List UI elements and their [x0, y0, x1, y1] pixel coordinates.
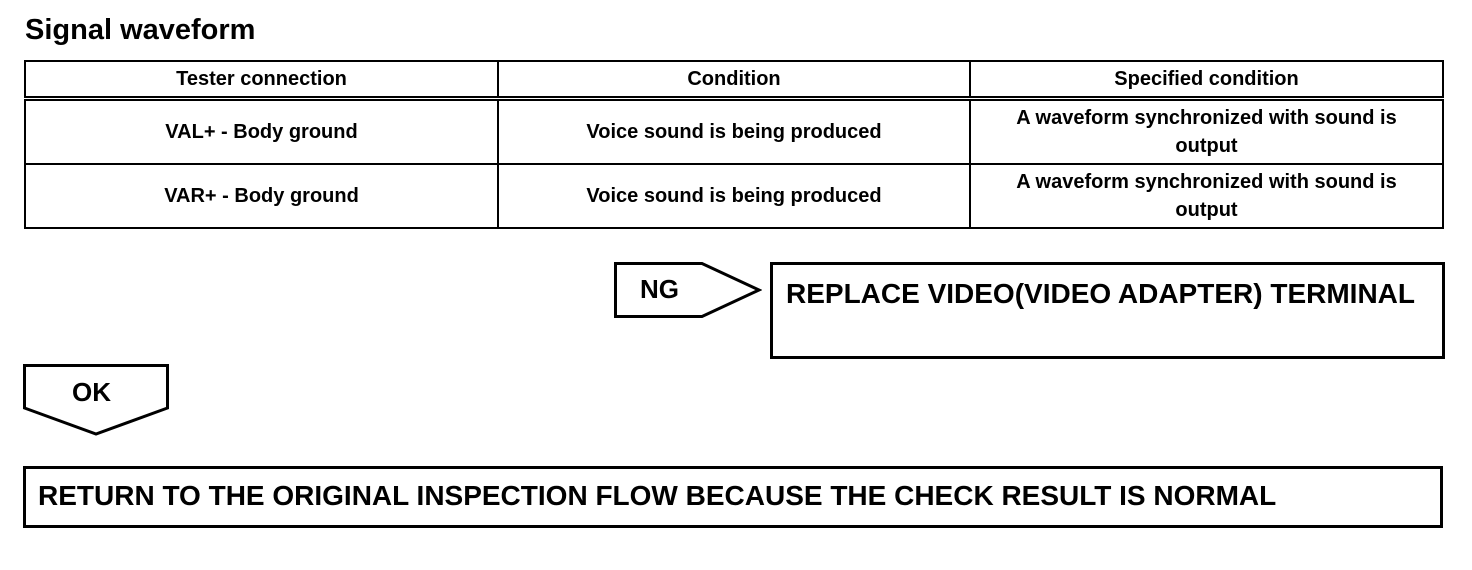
cell-tester-connection: VAR+ - Body ground — [24, 163, 499, 229]
cell-tester-connection: VAL+ - Body ground — [24, 97, 499, 165]
table-header-row: Tester connection Condition Specified co… — [24, 60, 1444, 101]
cell-specified-condition: A waveform synchronized with sound is ou… — [969, 163, 1444, 229]
table-row: VAR+ - Body ground Voice sound is being … — [24, 163, 1444, 229]
ng-arrow-icon — [614, 262, 762, 318]
cell-condition: Voice sound is being produced — [497, 163, 971, 229]
cell-condition: Voice sound is being produced — [497, 97, 971, 165]
header-specified-condition: Specified condition — [969, 60, 1444, 101]
return-to-flow-box: RETURN TO THE ORIGINAL INSPECTION FLOW B… — [23, 466, 1443, 528]
ng-label: NG — [640, 274, 679, 304]
header-tester-connection: Tester connection — [24, 60, 499, 101]
replace-terminal-box: REPLACE VIDEO(VIDEO ADAPTER) TERMINAL — [770, 262, 1445, 359]
signal-waveform-table: Tester connection Condition Specified co… — [24, 60, 1444, 229]
replace-terminal-text: REPLACE VIDEO(VIDEO ADAPTER) TERMINAL — [786, 278, 1415, 309]
table-row: VAL+ - Body ground Voice sound is being … — [24, 97, 1444, 165]
return-to-flow-text: RETURN TO THE ORIGINAL INSPECTION FLOW B… — [38, 480, 1277, 511]
page-title: Signal waveform — [25, 14, 256, 46]
ok-arrow-icon — [23, 364, 169, 436]
header-condition: Condition — [497, 60, 971, 101]
ok-label: OK — [72, 377, 111, 407]
cell-specified-condition: A waveform synchronized with sound is ou… — [969, 97, 1444, 165]
